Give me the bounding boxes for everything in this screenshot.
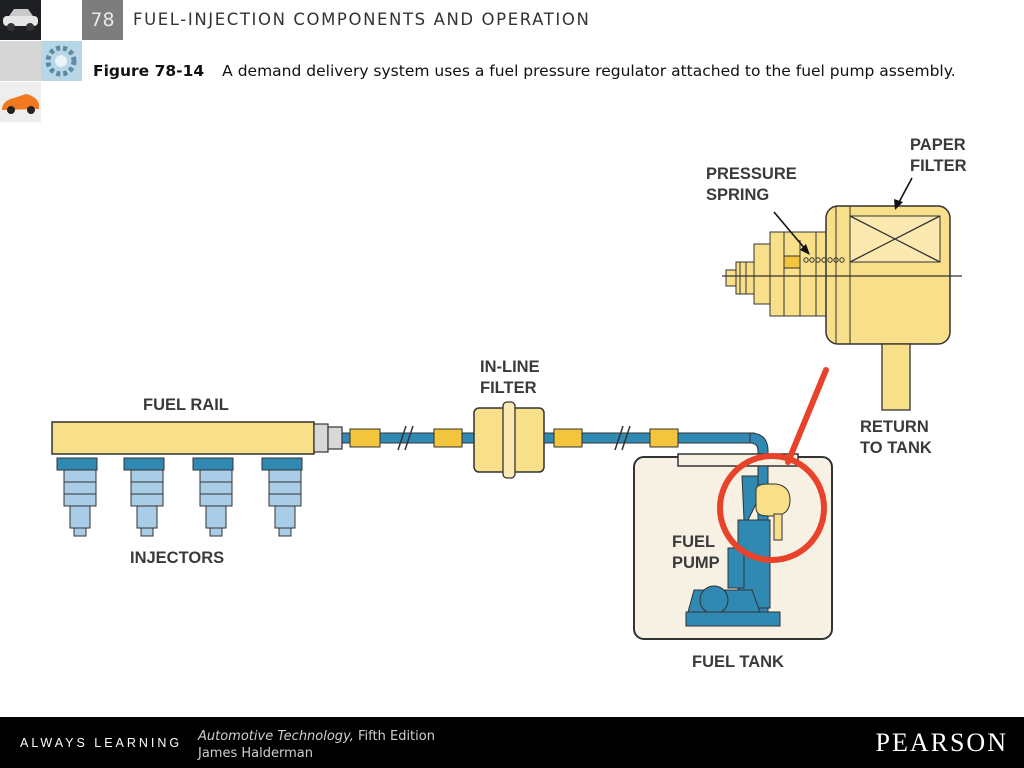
chapter-number: 78 — [82, 0, 123, 40]
pressure-spring — [783, 255, 845, 269]
gear-thumbnail — [41, 41, 82, 81]
book-title: Automotive Technology, — [198, 729, 354, 744]
footer-bar: ALWAYS LEARNING Automotive Technology, F… — [0, 717, 1024, 768]
pearson-logo: PEARSON — [875, 728, 1008, 757]
fuel-pump-assembly — [685, 465, 791, 627]
always-learning-tagline: ALWAYS LEARNING — [20, 736, 183, 750]
regulator-highlight-circle — [717, 453, 827, 563]
rail-end-fitting — [313, 423, 343, 453]
paper-filter-arrow — [894, 177, 913, 210]
fuel-rail-label: FUEL RAIL — [143, 396, 229, 414]
return-to-tank-label: RETURN — [860, 418, 929, 436]
line-break-mark — [397, 425, 414, 451]
pressure-spring-label: SPRING — [706, 186, 769, 204]
hose-fitting — [553, 428, 679, 448]
figure-label: Figure 78-14 — [93, 62, 205, 80]
injector — [56, 457, 98, 537]
chapter-title: FUEL-INJECTION COMPONENTS AND OPERATION — [133, 10, 591, 29]
figure-caption: Figure 78-14 A demand delivery system use… — [93, 61, 998, 81]
inline-filter-label: FILTER — [480, 379, 537, 397]
pressure-regulator-assembly — [722, 205, 962, 411]
book-edition: Fifth Edition — [353, 729, 435, 744]
header-tile-gray — [0, 41, 41, 81]
sports-car-icon — [2, 94, 39, 114]
highlight-pointer-line — [785, 367, 829, 465]
hose-fitting — [349, 428, 463, 448]
pressure-spring-label: PRESSURE — [706, 165, 797, 183]
injectors-label: INJECTORS — [130, 549, 224, 567]
pressure-spring-arrow — [773, 211, 810, 255]
line-break-mark — [614, 425, 631, 451]
fuel-pump-label: FUEL — [672, 533, 715, 551]
injector — [123, 457, 165, 537]
fuel-rail — [51, 421, 315, 455]
fuel-pump-label: PUMP — [672, 554, 720, 572]
inline-filter-label: IN-LINE — [480, 358, 540, 376]
paper-filter-label: FILTER — [910, 157, 967, 175]
injector — [192, 457, 234, 537]
return-to-tank-label: TO TANK — [860, 439, 932, 457]
car-thumbnail-dark — [0, 0, 41, 40]
fuel-tank-label: FUEL TANK — [692, 653, 784, 671]
inline-filter — [473, 401, 545, 479]
paper-filter-label: PAPER — [910, 136, 966, 154]
gear-icon — [45, 45, 77, 77]
book-credit: Automotive Technology, Fifth Edition Jam… — [198, 728, 435, 762]
car-thumbnail-orange — [0, 82, 41, 122]
caption-text: A demand delivery system uses a fuel pre… — [222, 62, 956, 80]
injector — [261, 457, 303, 537]
book-author: James Halderman — [198, 746, 313, 761]
car-icon — [3, 9, 38, 31]
